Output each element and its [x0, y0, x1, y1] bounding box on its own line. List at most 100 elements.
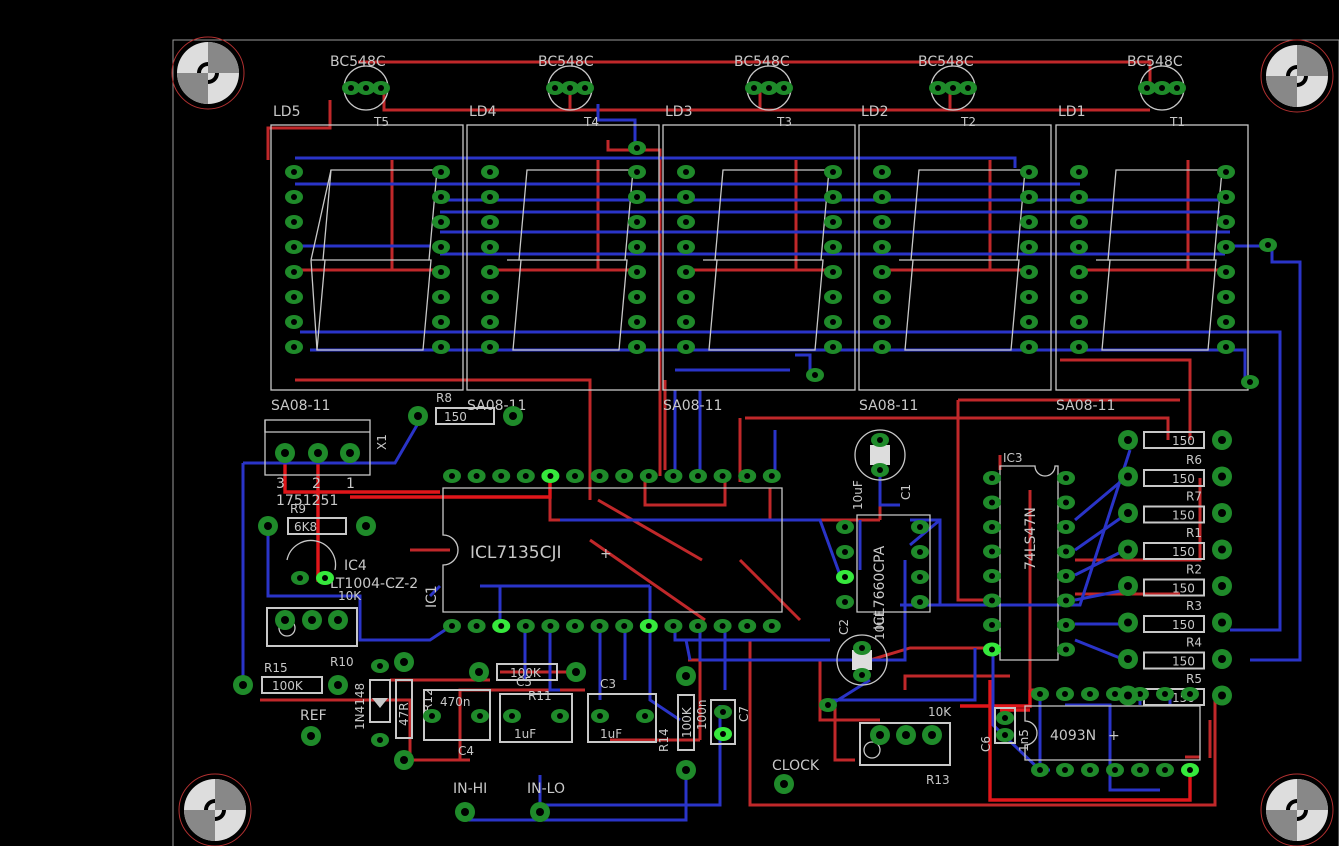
mounting-hole-bl: [178, 773, 252, 846]
connector-pin-1: 1: [346, 476, 355, 492]
trimmer-value: 10K: [338, 589, 362, 603]
capacitor-c2[interactable]: C2 10uF: [836, 610, 888, 686]
resistor-ref: R2: [1186, 563, 1202, 577]
cap-pad: [591, 709, 609, 723]
display-pad: [285, 290, 303, 304]
trimmer-ref: R10: [330, 655, 354, 669]
ic-icl7660[interactable]: ICL7660CPA: [856, 514, 931, 630]
display-pad: [285, 265, 303, 279]
ic-pad: [762, 619, 781, 633]
display-pad: [677, 215, 695, 229]
resistor-r15[interactable]: R15 100K: [261, 661, 323, 694]
resistor-ref: R3: [1186, 599, 1202, 613]
display-pad: [1070, 315, 1088, 329]
ic-pad: [983, 618, 1001, 632]
resistor-r11[interactable]: 100K R11: [496, 663, 558, 703]
ic-part: 4093N: [1050, 728, 1096, 744]
resistor-ref: R7: [1186, 490, 1202, 504]
ic-74ls47[interactable]: IC3 74LS47N: [999, 451, 1059, 661]
transistor-pad: [760, 81, 778, 95]
resistor-pad: [566, 662, 586, 682]
ic-pad: [664, 469, 683, 483]
diode-1n4148[interactable]: 1N4148: [353, 679, 391, 730]
capacitor-c6[interactable]: 1n5 C6: [979, 707, 1031, 752]
resistor-pad: [1212, 576, 1232, 596]
testpoint-pad: [301, 726, 321, 746]
display-pad: [481, 165, 499, 179]
ic-lt1004[interactable]: IC4 LT1004-CZ-2: [286, 539, 418, 592]
cap-pad: [871, 463, 889, 477]
connector-ref: X1: [375, 434, 389, 450]
ic-pad: [1081, 687, 1099, 701]
ic-pad: [316, 571, 334, 585]
connector-pad: [308, 443, 328, 463]
transistor-t3[interactable]: BC548C T3: [734, 54, 792, 129]
capacitor-c1[interactable]: 10uF C1: [851, 429, 913, 510]
display-pad: [873, 240, 891, 254]
capacitor-c3[interactable]: 1uF C3: [587, 677, 657, 743]
capacitor-ref: C1: [899, 484, 913, 500]
resistor-value: 150: [1172, 545, 1195, 559]
ic-pad: [1131, 763, 1149, 777]
transistor-part: BC548C: [1127, 54, 1183, 70]
capacitor-c7[interactable]: 100n C7: [695, 699, 751, 745]
trimmer-r10[interactable]: 10K R10: [266, 589, 362, 669]
display-pad: [1070, 190, 1088, 204]
display-pad: [285, 215, 303, 229]
display-pad: [481, 290, 499, 304]
resistor-seg-top[interactable]: 150: [1143, 431, 1205, 449]
display-pad: [1020, 165, 1038, 179]
display-ld1[interactable]: LD1 SA08-11: [1055, 104, 1249, 414]
cap-pad: [853, 668, 871, 682]
display-ld2[interactable]: LD2 SA08-11: [858, 104, 1052, 414]
ic-part: 74LS47N: [1023, 507, 1039, 570]
ic-4093n[interactable]: 4093N +: [1024, 705, 1201, 761]
ic-adc-icl7135[interactable]: ICL7135CJI + IC1: [424, 487, 783, 613]
display-pad: [1070, 240, 1088, 254]
ic-origin-mark: +: [1108, 728, 1120, 744]
trimmer-r13[interactable]: 10K R13: [859, 705, 952, 787]
resistor-ref: R5: [1186, 672, 1202, 686]
display-pad: [677, 165, 695, 179]
ic-pad: [590, 619, 609, 633]
resistor-value: 100K: [272, 679, 304, 693]
ic-pad: [566, 619, 584, 633]
ic-pad: [639, 469, 658, 483]
resistor-r12[interactable]: 47R R12: [395, 679, 435, 739]
ic-pad: [664, 619, 683, 633]
resistor-r9[interactable]: R9 6K8: [287, 502, 347, 535]
capacitor-value: 470n: [440, 695, 471, 709]
display-pad: [628, 190, 646, 204]
display-ld5[interactable]: LD5 SA08-11: [270, 104, 464, 414]
capacitor-ref: C4: [458, 744, 474, 758]
resistor-value: 100K: [510, 666, 542, 680]
transistor-pad: [357, 81, 375, 95]
capacitor-value: 10uF: [873, 610, 887, 640]
via: [1259, 238, 1277, 252]
display-pad: [873, 315, 891, 329]
display-pad: [481, 190, 499, 204]
ic-pad: [1057, 495, 1075, 510]
capacitor-c5[interactable]: 1uF C5: [499, 675, 573, 743]
ic-pad: [738, 619, 757, 633]
display-pad: [432, 240, 450, 254]
board-outline: [172, 39, 1339, 846]
display-pad: [873, 190, 891, 204]
connector-x1[interactable]: 3 2 1 1751251 X1: [264, 419, 389, 509]
display-ld3[interactable]: LD3 SA08-11: [662, 104, 856, 414]
resistor-r8[interactable]: R8 150: [435, 391, 495, 425]
ic-pad: [713, 469, 732, 483]
transistor-pad: [929, 81, 947, 95]
trimmer-pad: [896, 725, 916, 745]
resistor-r14[interactable]: 100K R14: [657, 694, 695, 752]
display-ref: LD5: [273, 104, 301, 120]
transistor-t1[interactable]: BC548C T1: [1127, 54, 1185, 129]
display-pad: [677, 265, 695, 279]
